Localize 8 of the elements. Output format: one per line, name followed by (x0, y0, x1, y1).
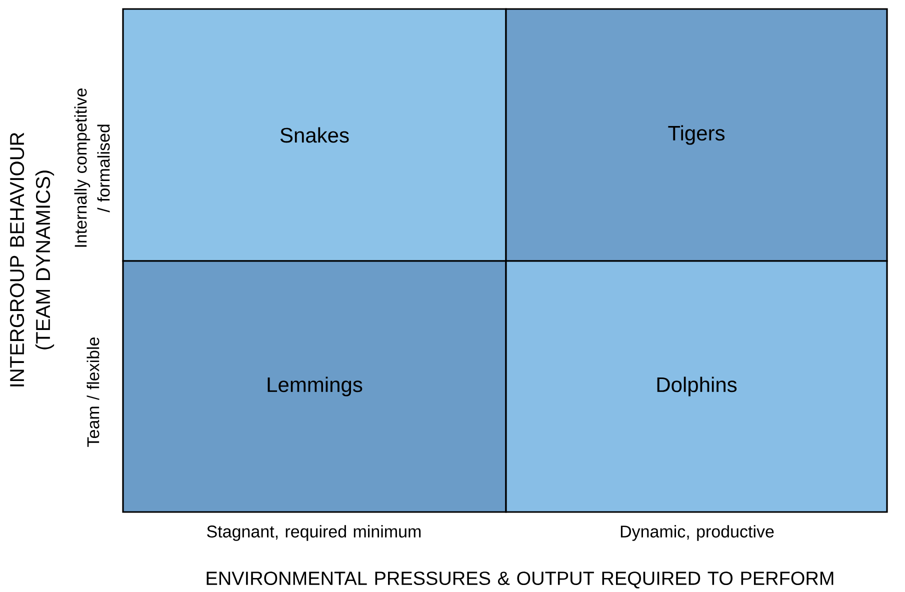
quadrant-box: Tigers (505, 8, 888, 262)
axis-title: ENVIRONMENTAL PRESSURES & OUTPUT REQUIRED TO PERFORM (206, 572, 834, 588)
quadrant-box: Dolphins (505, 260, 888, 513)
axis-category-label: Team / flexible (86, 338, 100, 447)
axis-title: INTERGROUP BEHAVIOUR (TEAM DYNAMICS) (10, 132, 54, 386)
quadrant-box: Snakes (122, 8, 507, 262)
axis-category-label: Internally competitive / formalised (74, 88, 110, 247)
quadrant-box: Lemmings (122, 260, 507, 513)
